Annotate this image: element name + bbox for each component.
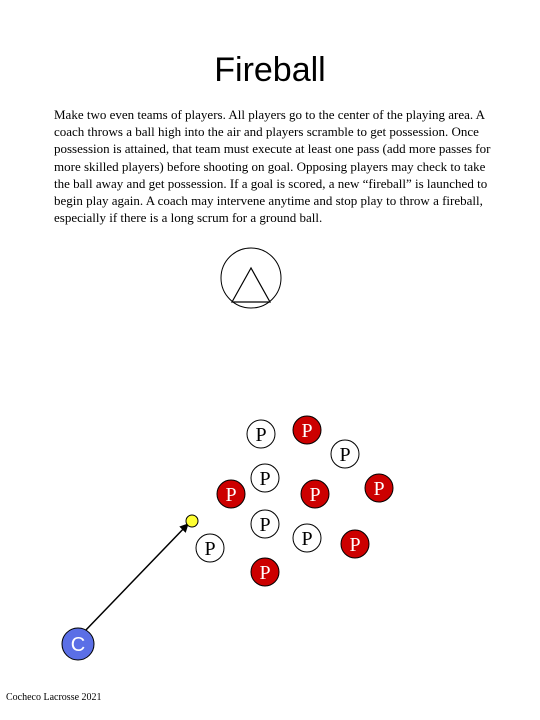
player-white: P bbox=[250, 463, 280, 493]
coach-marker: C bbox=[61, 627, 95, 661]
player-red: P bbox=[340, 529, 370, 559]
player-circle bbox=[340, 529, 370, 559]
player-circle bbox=[250, 463, 280, 493]
player-white: P bbox=[195, 533, 225, 563]
player-white: P bbox=[250, 509, 280, 539]
player-circle bbox=[292, 523, 322, 553]
player-label: P bbox=[373, 478, 384, 500]
player-label: P bbox=[259, 468, 270, 490]
player-red: P bbox=[292, 415, 322, 445]
player-circle bbox=[330, 439, 360, 469]
throw-arrow-icon bbox=[83, 523, 189, 633]
player-label: P bbox=[301, 528, 312, 550]
player-label: P bbox=[301, 420, 312, 442]
coach-label: C bbox=[71, 634, 85, 656]
player-circle bbox=[364, 473, 394, 503]
player-label: P bbox=[349, 534, 360, 556]
footer-credit: Cocheco Lacrosse 2021 bbox=[6, 692, 102, 703]
player-circle bbox=[216, 479, 246, 509]
player-circle bbox=[250, 557, 280, 587]
player-circle bbox=[246, 419, 276, 449]
player-circle bbox=[195, 533, 225, 563]
player-circle bbox=[292, 415, 322, 445]
instructions-text: Make two even teams of players. All play… bbox=[54, 107, 491, 226]
player-white: P bbox=[330, 439, 360, 469]
player-label: P bbox=[204, 538, 215, 560]
player-label: P bbox=[309, 484, 320, 506]
player-red: P bbox=[364, 473, 394, 503]
player-white: P bbox=[292, 523, 322, 553]
player-label: P bbox=[225, 484, 236, 506]
player-circle bbox=[250, 509, 280, 539]
player-label: P bbox=[259, 514, 270, 536]
goal-triangle bbox=[230, 266, 272, 303]
player-label: P bbox=[339, 444, 350, 466]
player-circle bbox=[300, 479, 330, 509]
ball-icon bbox=[185, 514, 199, 528]
coach-circle bbox=[61, 627, 95, 661]
player-red: P bbox=[216, 479, 246, 509]
player-label: P bbox=[255, 424, 266, 446]
player-red: P bbox=[250, 557, 280, 587]
page-title: Fireball bbox=[214, 51, 326, 89]
player-white: P bbox=[246, 419, 276, 449]
goal-crease-triangle-icon bbox=[220, 247, 282, 309]
player-label: P bbox=[259, 562, 270, 584]
player-red: P bbox=[300, 479, 330, 509]
